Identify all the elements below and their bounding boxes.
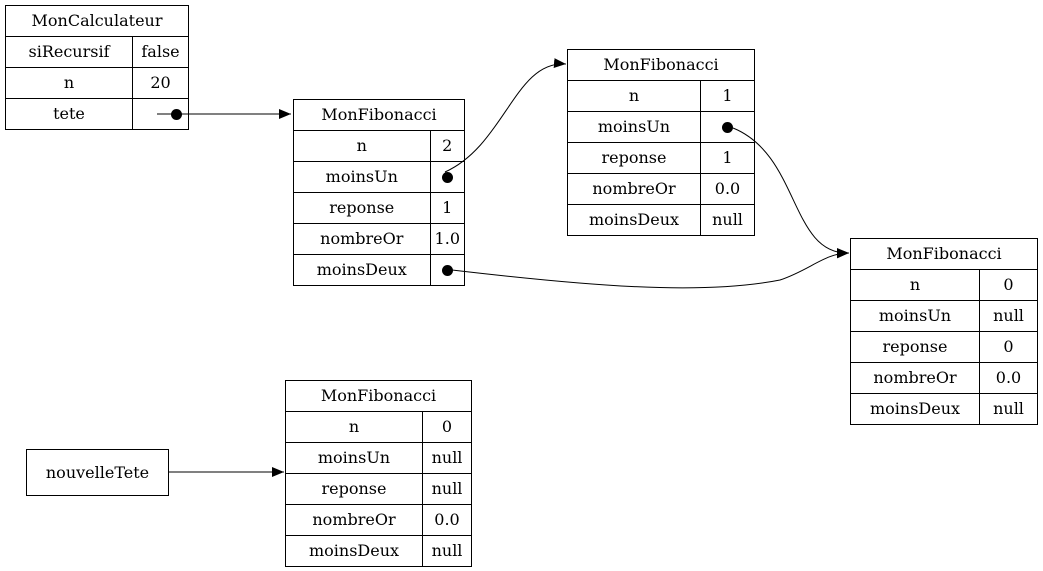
fib-b-field-value: 1 xyxy=(700,80,755,112)
pointer-dot-icon xyxy=(722,122,733,133)
fib-a-field-value: 1 xyxy=(429,192,466,224)
fib-c-field-value: null xyxy=(979,300,1038,332)
fib-c-field-value: 0.0 xyxy=(979,362,1038,394)
fib-b-field-value: 0.0 xyxy=(700,173,755,205)
calculateur-field-label: tete xyxy=(5,98,133,130)
fib-a-field-label: nombreOr xyxy=(293,223,431,255)
fib-d-field-value: 0.0 xyxy=(422,504,472,536)
fib-a-field-value: 2 xyxy=(429,130,466,162)
tete-pointer-cell xyxy=(132,98,189,130)
fib-a-field-label: n xyxy=(293,130,431,162)
fib-a-field-label: moinsDeux xyxy=(293,254,431,286)
fib-b-field-label: nombreOr xyxy=(567,173,701,205)
fib-b-field-label: reponse xyxy=(567,142,701,174)
edge-fib-a-moinsdeux-to-fib-c xyxy=(451,248,850,289)
fib-b-field-value: 1 xyxy=(700,142,755,174)
calculateur-title: MonCalculateur xyxy=(5,5,189,37)
fib-a-moinsdeux-pointer-cell xyxy=(429,254,466,286)
fib-c-title: MonFibonacci xyxy=(850,238,1038,270)
fib-b-field-label: moinsUn xyxy=(567,111,701,143)
fib-d-field-label: moinsUn xyxy=(285,442,423,474)
fib-d-field-value: null xyxy=(422,473,472,505)
pointer-dot-icon xyxy=(441,265,453,276)
fib-a-title: MonFibonacci xyxy=(293,99,465,131)
fib-d-field-value: 0 xyxy=(422,411,472,443)
calculateur-node: MonCalculateur siRecursif false n 20 tet… xyxy=(5,5,189,130)
calculateur-field-value: false xyxy=(132,36,189,68)
fib-c-field-value: null xyxy=(979,393,1038,425)
fib-b-moinsun-pointer-cell xyxy=(700,111,755,143)
nouvelletete-label: nouvelleTete xyxy=(45,463,150,482)
fib-d-title: MonFibonacci xyxy=(285,380,472,412)
fib-c-field-label: n xyxy=(850,269,980,301)
fib-c-field-label: nombreOr xyxy=(850,362,980,394)
fib-d-field-label: n xyxy=(285,411,423,443)
fib-a-field-label: moinsUn xyxy=(293,161,431,193)
fib-d-field-value: null xyxy=(422,442,472,474)
nouvelletete-node: nouvelleTete xyxy=(26,449,169,496)
fib-c-field-label: reponse xyxy=(850,331,980,363)
fib-b-field-label: n xyxy=(567,80,701,112)
pointer-dot-icon xyxy=(441,172,453,183)
fib-c-field-label: moinsDeux xyxy=(850,393,980,425)
fib-a-field-value: 1.0 xyxy=(429,223,466,255)
fib-d-field-label: reponse xyxy=(285,473,423,505)
fib-d-field-value: null xyxy=(422,535,472,567)
fib-c-field-label: moinsUn xyxy=(850,300,980,332)
fib-b-title: MonFibonacci xyxy=(567,49,755,81)
fib-b-field-label: moinsDeux xyxy=(567,204,701,236)
fib-c-field-value: 0 xyxy=(979,331,1038,363)
fib-d-field-label: nombreOr xyxy=(285,504,423,536)
fib-a-field-label: reponse xyxy=(293,192,431,224)
fib-c-field-value: 0 xyxy=(979,269,1038,301)
fib-d-field-label: moinsDeux xyxy=(285,535,423,567)
fib-b-field-value: null xyxy=(700,204,755,236)
fib-a-moinsun-pointer-cell xyxy=(429,161,466,193)
calculateur-field-label: n xyxy=(5,67,133,99)
calculateur-field-label: siRecursif xyxy=(5,36,133,68)
calculateur-field-value: 20 xyxy=(132,67,189,99)
pointer-dot-icon xyxy=(171,109,182,120)
